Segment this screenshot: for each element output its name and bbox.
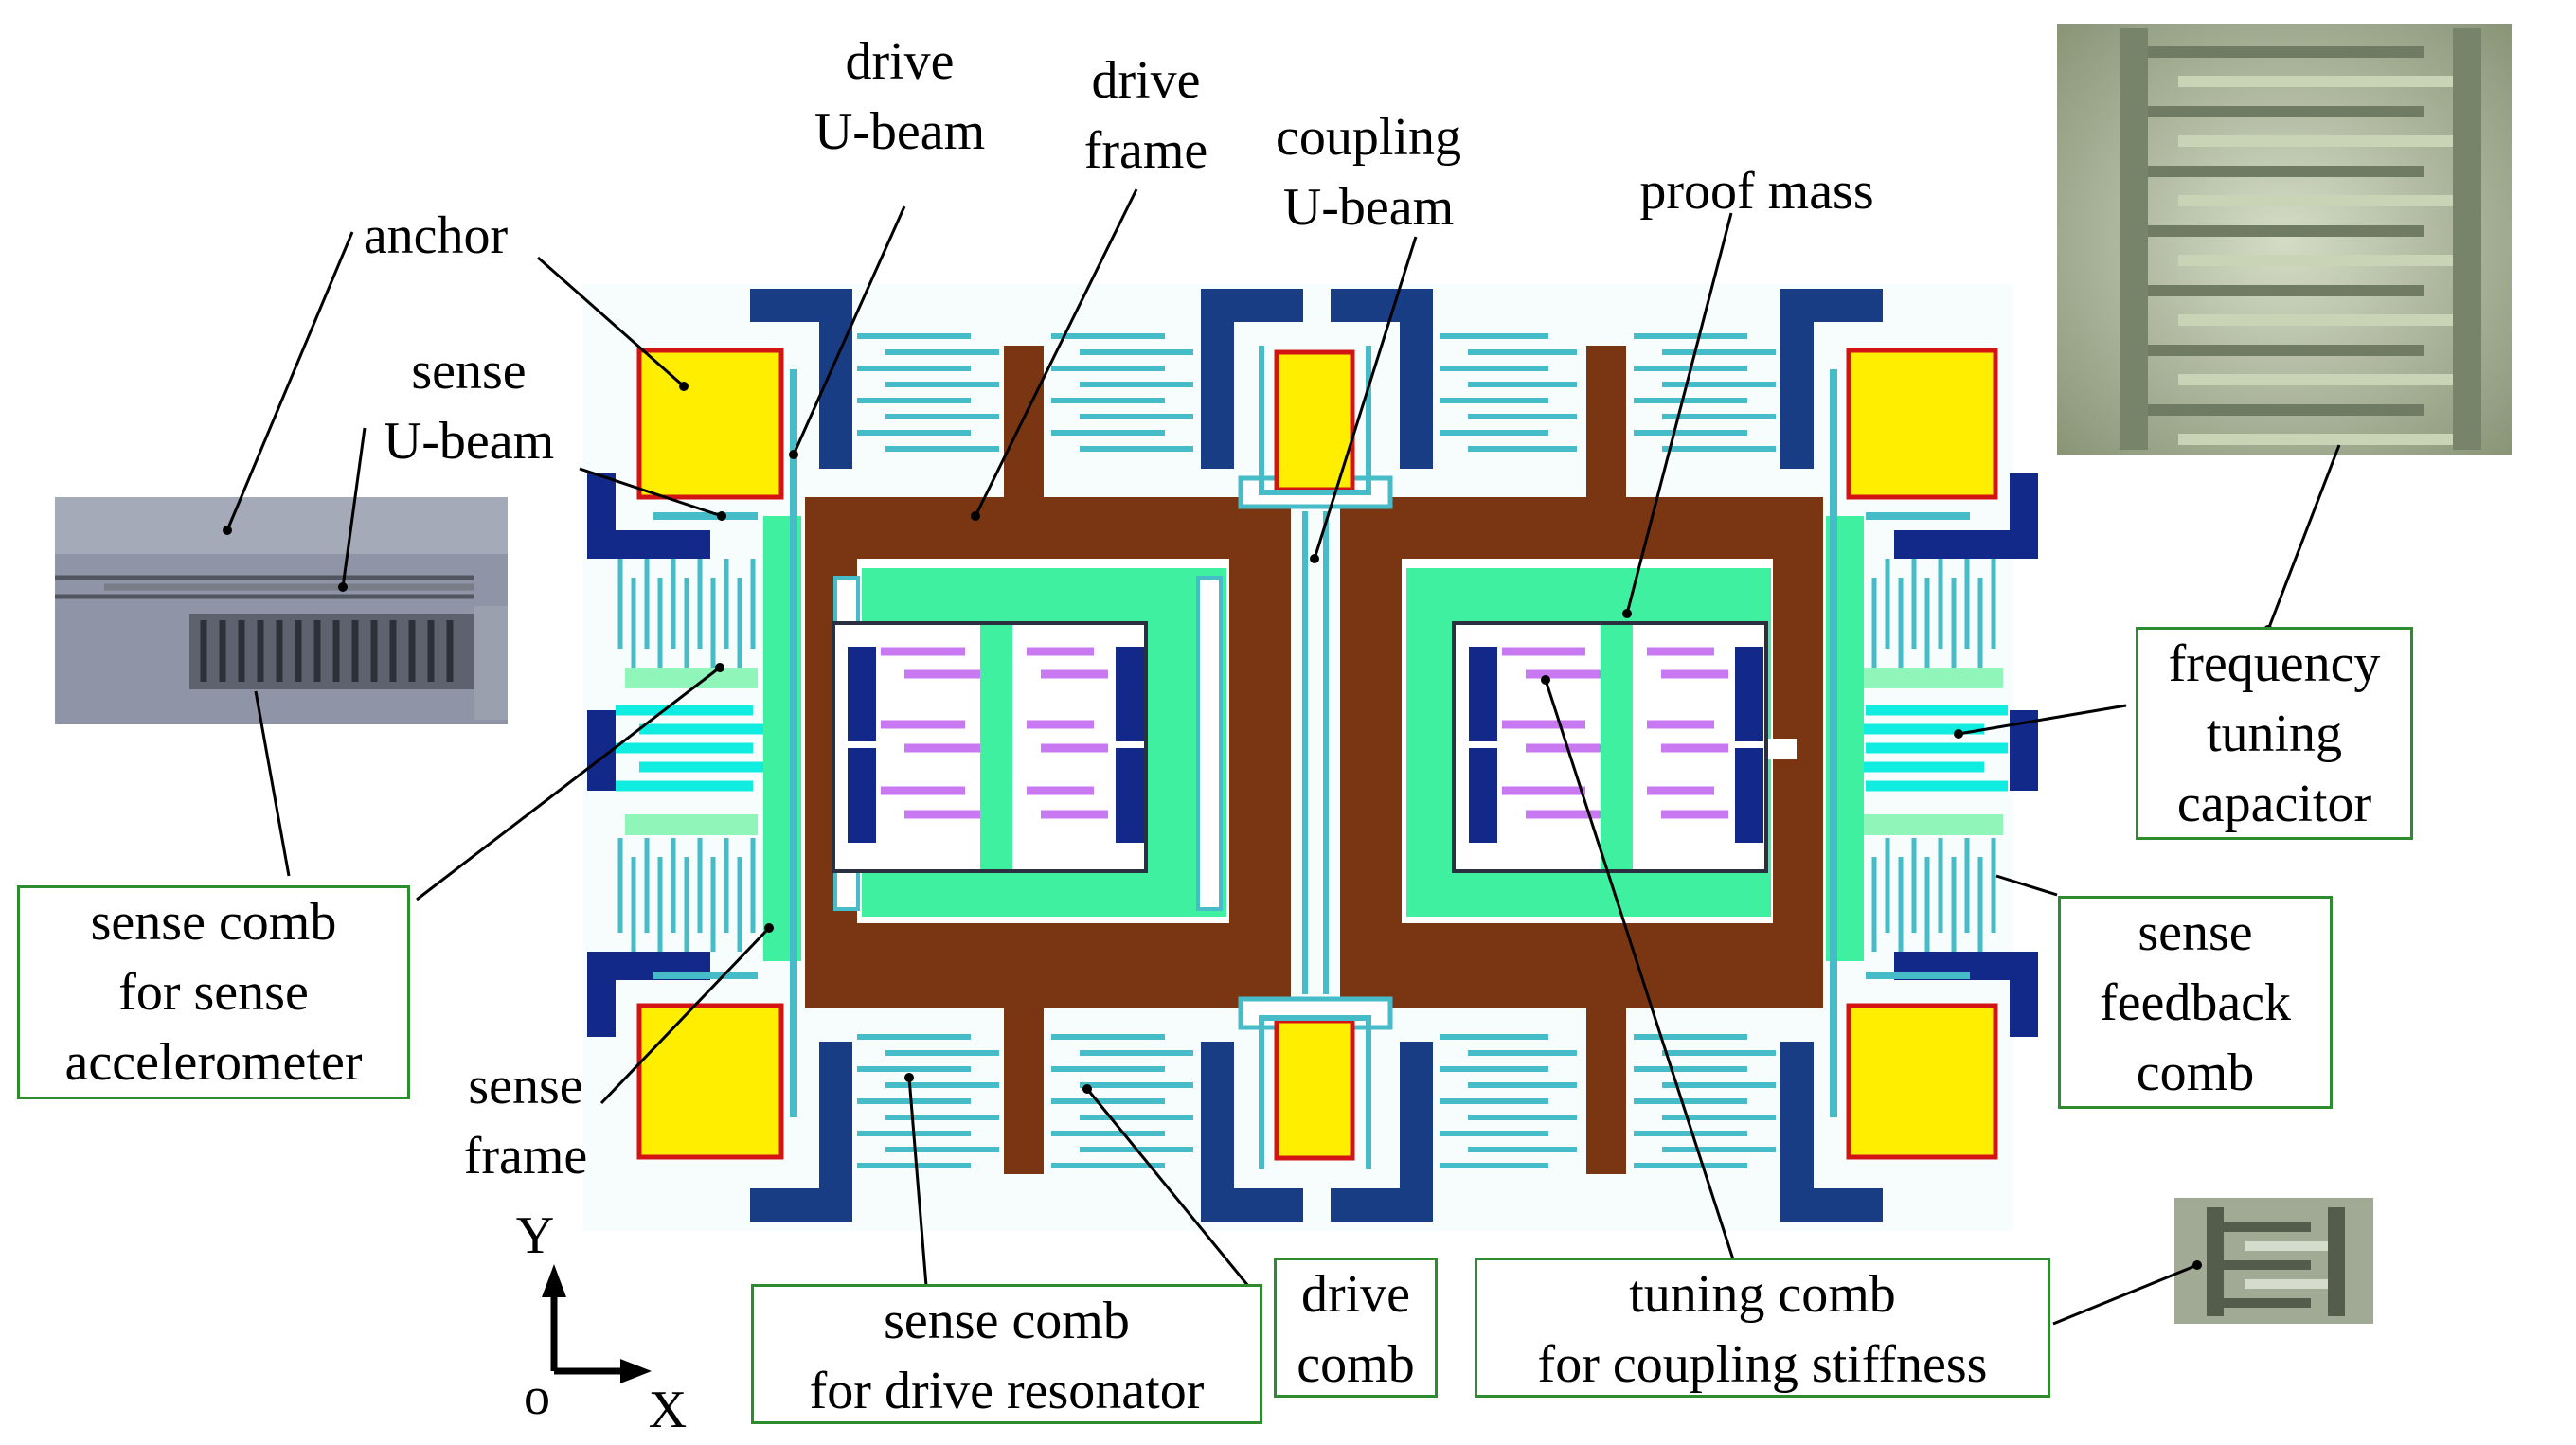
y-axis-arrow-icon bbox=[542, 1264, 566, 1297]
box-sense-comb-accelerometer bbox=[17, 885, 410, 1099]
label-sense-u-beam: sense U-beam bbox=[350, 336, 587, 476]
label-anchor: anchor bbox=[322, 201, 549, 271]
label-line: sense comb bbox=[884, 1292, 1130, 1350]
frequency-tuning-capacitors bbox=[616, 668, 2008, 835]
label-line: comb bbox=[2136, 1044, 2255, 1102]
box-frequency-tuning-capacitor bbox=[2136, 627, 2413, 840]
label-line: frame bbox=[1083, 121, 1208, 180]
label-line: coupling bbox=[1276, 108, 1461, 167]
label-line: for sense bbox=[118, 963, 309, 1022]
side-electrodes bbox=[587, 473, 2038, 1037]
label-line: drive bbox=[1300, 1265, 1411, 1324]
axis-label-origin: o bbox=[524, 1367, 550, 1426]
label-tuning-comb: tuning comb for coupling stiffness bbox=[1475, 1259, 2050, 1400]
coordinate-axes bbox=[542, 1264, 652, 1383]
label-sense-comb-drive-resonator: sense comb for drive resonator bbox=[751, 1286, 1262, 1426]
label-sense-frame: sense frame bbox=[431, 1051, 620, 1191]
label-line: proof mass bbox=[1639, 162, 1874, 221]
label-coupling-u-beam: coupling U-beam bbox=[1236, 102, 1501, 242]
x-axis-arrow-icon bbox=[620, 1359, 652, 1383]
label-line: comb bbox=[1297, 1335, 1415, 1394]
micrograph-sense-inset bbox=[55, 497, 508, 724]
label-sense-feedback-comb: sense feedback comb bbox=[2058, 898, 2333, 1108]
label-proof-mass: proof mass bbox=[1601, 156, 1913, 226]
box-tuning-comb bbox=[1475, 1258, 2050, 1398]
anchors bbox=[636, 348, 1998, 1161]
label-line: feedback bbox=[2099, 973, 2292, 1032]
label-line: frame bbox=[463, 1127, 588, 1186]
drive-combs bbox=[857, 333, 1776, 1168]
leader-dots bbox=[223, 382, 2273, 1270]
box-sense-feedback-comb bbox=[2058, 896, 2333, 1109]
label-line: drive bbox=[845, 32, 955, 91]
axis-label-x: X bbox=[648, 1381, 688, 1439]
label-drive-comb: drive comb bbox=[1274, 1259, 1438, 1400]
label-line: for coupling stiffness bbox=[1537, 1335, 1988, 1394]
label-line: sense bbox=[2138, 903, 2253, 962]
micrograph-frequency-inset bbox=[2057, 24, 2512, 455]
tuning-combs bbox=[881, 647, 1728, 819]
label-frequency-tuning-capacitor: frequency tuning capacitor bbox=[2136, 629, 2413, 839]
label-line: capacitor bbox=[2176, 775, 2372, 833]
sense-u-beams bbox=[653, 369, 1970, 1117]
label-line: anchor bbox=[363, 206, 509, 265]
label-drive-frame: drive frame bbox=[1042, 45, 1250, 186]
drive-electrodes bbox=[750, 289, 1883, 1222]
label-line: accelerometer bbox=[64, 1033, 363, 1092]
box-sense-comb-drive-resonator bbox=[751, 1284, 1262, 1424]
label-line: sense bbox=[468, 1057, 583, 1115]
axis-label-y: Y bbox=[515, 1206, 555, 1265]
box-drive-comb bbox=[1274, 1258, 1438, 1398]
label-line: sense comb bbox=[90, 893, 337, 952]
label-drive-u-beam: drive U-beam bbox=[777, 27, 1023, 167]
label-line: frequency bbox=[2168, 634, 2381, 693]
label-line: sense bbox=[411, 342, 527, 401]
leader-lines bbox=[225, 188, 2341, 1326]
label-line: U-beam bbox=[1282, 178, 1455, 237]
label-sense-comb-accelerometer: sense comb for sense accelerometer bbox=[17, 887, 410, 1097]
anchor-supports bbox=[1259, 346, 1371, 1169]
label-line: drive bbox=[1091, 51, 1201, 110]
label-line: for drive resonator bbox=[809, 1362, 1205, 1420]
label-line: tuning comb bbox=[1629, 1265, 1896, 1324]
label-line: U-beam bbox=[814, 102, 986, 161]
micrograph-tuning-inset bbox=[2174, 1198, 2373, 1324]
label-line: tuning bbox=[2206, 705, 2343, 763]
label-line: U-beam bbox=[383, 412, 555, 471]
